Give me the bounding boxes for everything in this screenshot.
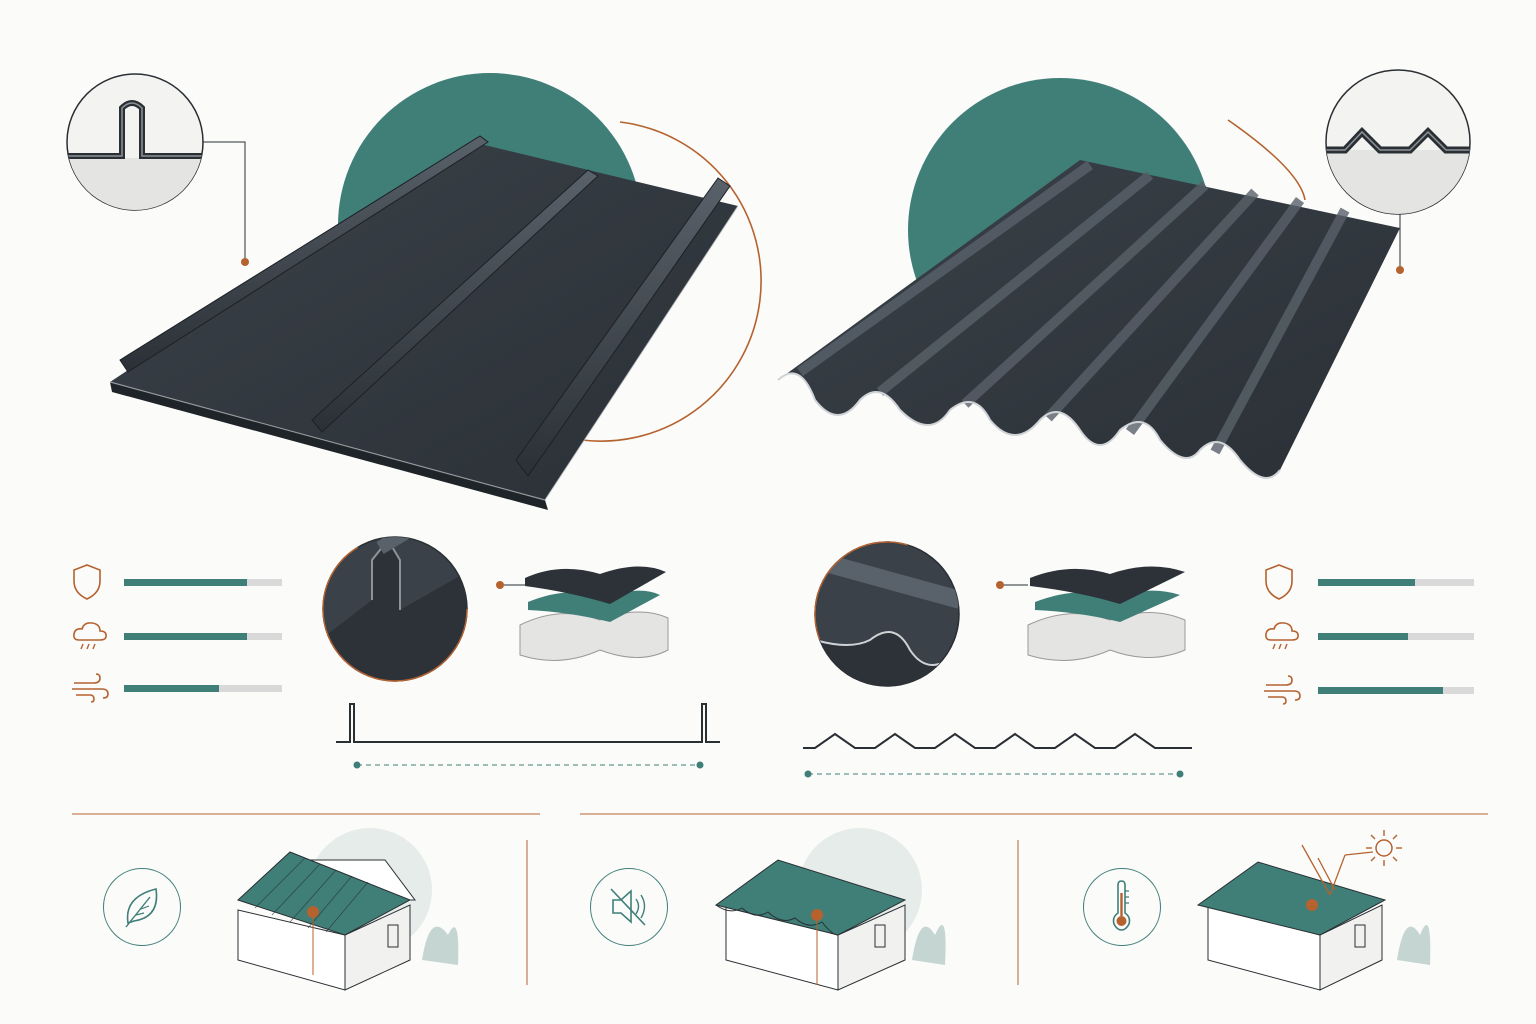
rating-fill (1318, 633, 1409, 640)
rating-row-durability (70, 562, 290, 602)
rating-fill (1318, 687, 1443, 694)
rating-row-durability (1262, 562, 1482, 602)
corrugated-closeup (814, 541, 960, 687)
house-standing-seam (237, 828, 459, 991)
seam-rib-middle (311, 169, 599, 433)
rating-track (124, 579, 282, 586)
rating-fill (1318, 579, 1415, 586)
rating-row-rain (1262, 616, 1482, 656)
standing-seam-profile (336, 703, 720, 769)
thermometer-icon (1112, 880, 1131, 931)
wind-icon (1264, 675, 1301, 705)
copper-arc (581, 121, 762, 442)
callout-leader (203, 141, 246, 262)
corrugated-layers (996, 566, 1186, 661)
copper-arc-right (1227, 119, 1306, 201)
rating-row-rain (70, 616, 290, 656)
rating-fill (124, 685, 219, 692)
rating-track (124, 685, 282, 692)
rating-track (1318, 579, 1474, 586)
rain-cloud-icon (1265, 622, 1299, 650)
rating-track (1318, 687, 1474, 694)
seam-rib-left (119, 135, 489, 373)
rating-track (124, 633, 282, 640)
standing-seam-panel-group (66, 73, 762, 510)
benefit-sound (590, 868, 668, 946)
standing-seam-layers (496, 566, 669, 661)
shield-icon (73, 564, 101, 600)
corrugated-panel-group (777, 69, 1471, 479)
house-corrugated (714, 828, 946, 991)
leaf-icon (125, 888, 158, 928)
rating-fill (124, 579, 248, 586)
speaker-muted-icon (610, 888, 646, 926)
sun-icon (1366, 830, 1402, 866)
rain-cloud-icon (73, 622, 107, 650)
benefit-leaf (103, 868, 181, 946)
rating-row-wind (70, 668, 290, 708)
benefit-thermal (1083, 868, 1161, 946)
house-thermal (1196, 844, 1431, 991)
shield-icon (1265, 564, 1293, 600)
rating-fill (124, 633, 248, 640)
rating-row-wind (1262, 670, 1482, 710)
corrugated-profile (803, 732, 1192, 778)
wind-icon (72, 673, 109, 703)
seam-rib-right (515, 177, 731, 477)
standing-seam-closeup (322, 536, 468, 682)
rating-track (1318, 633, 1474, 640)
